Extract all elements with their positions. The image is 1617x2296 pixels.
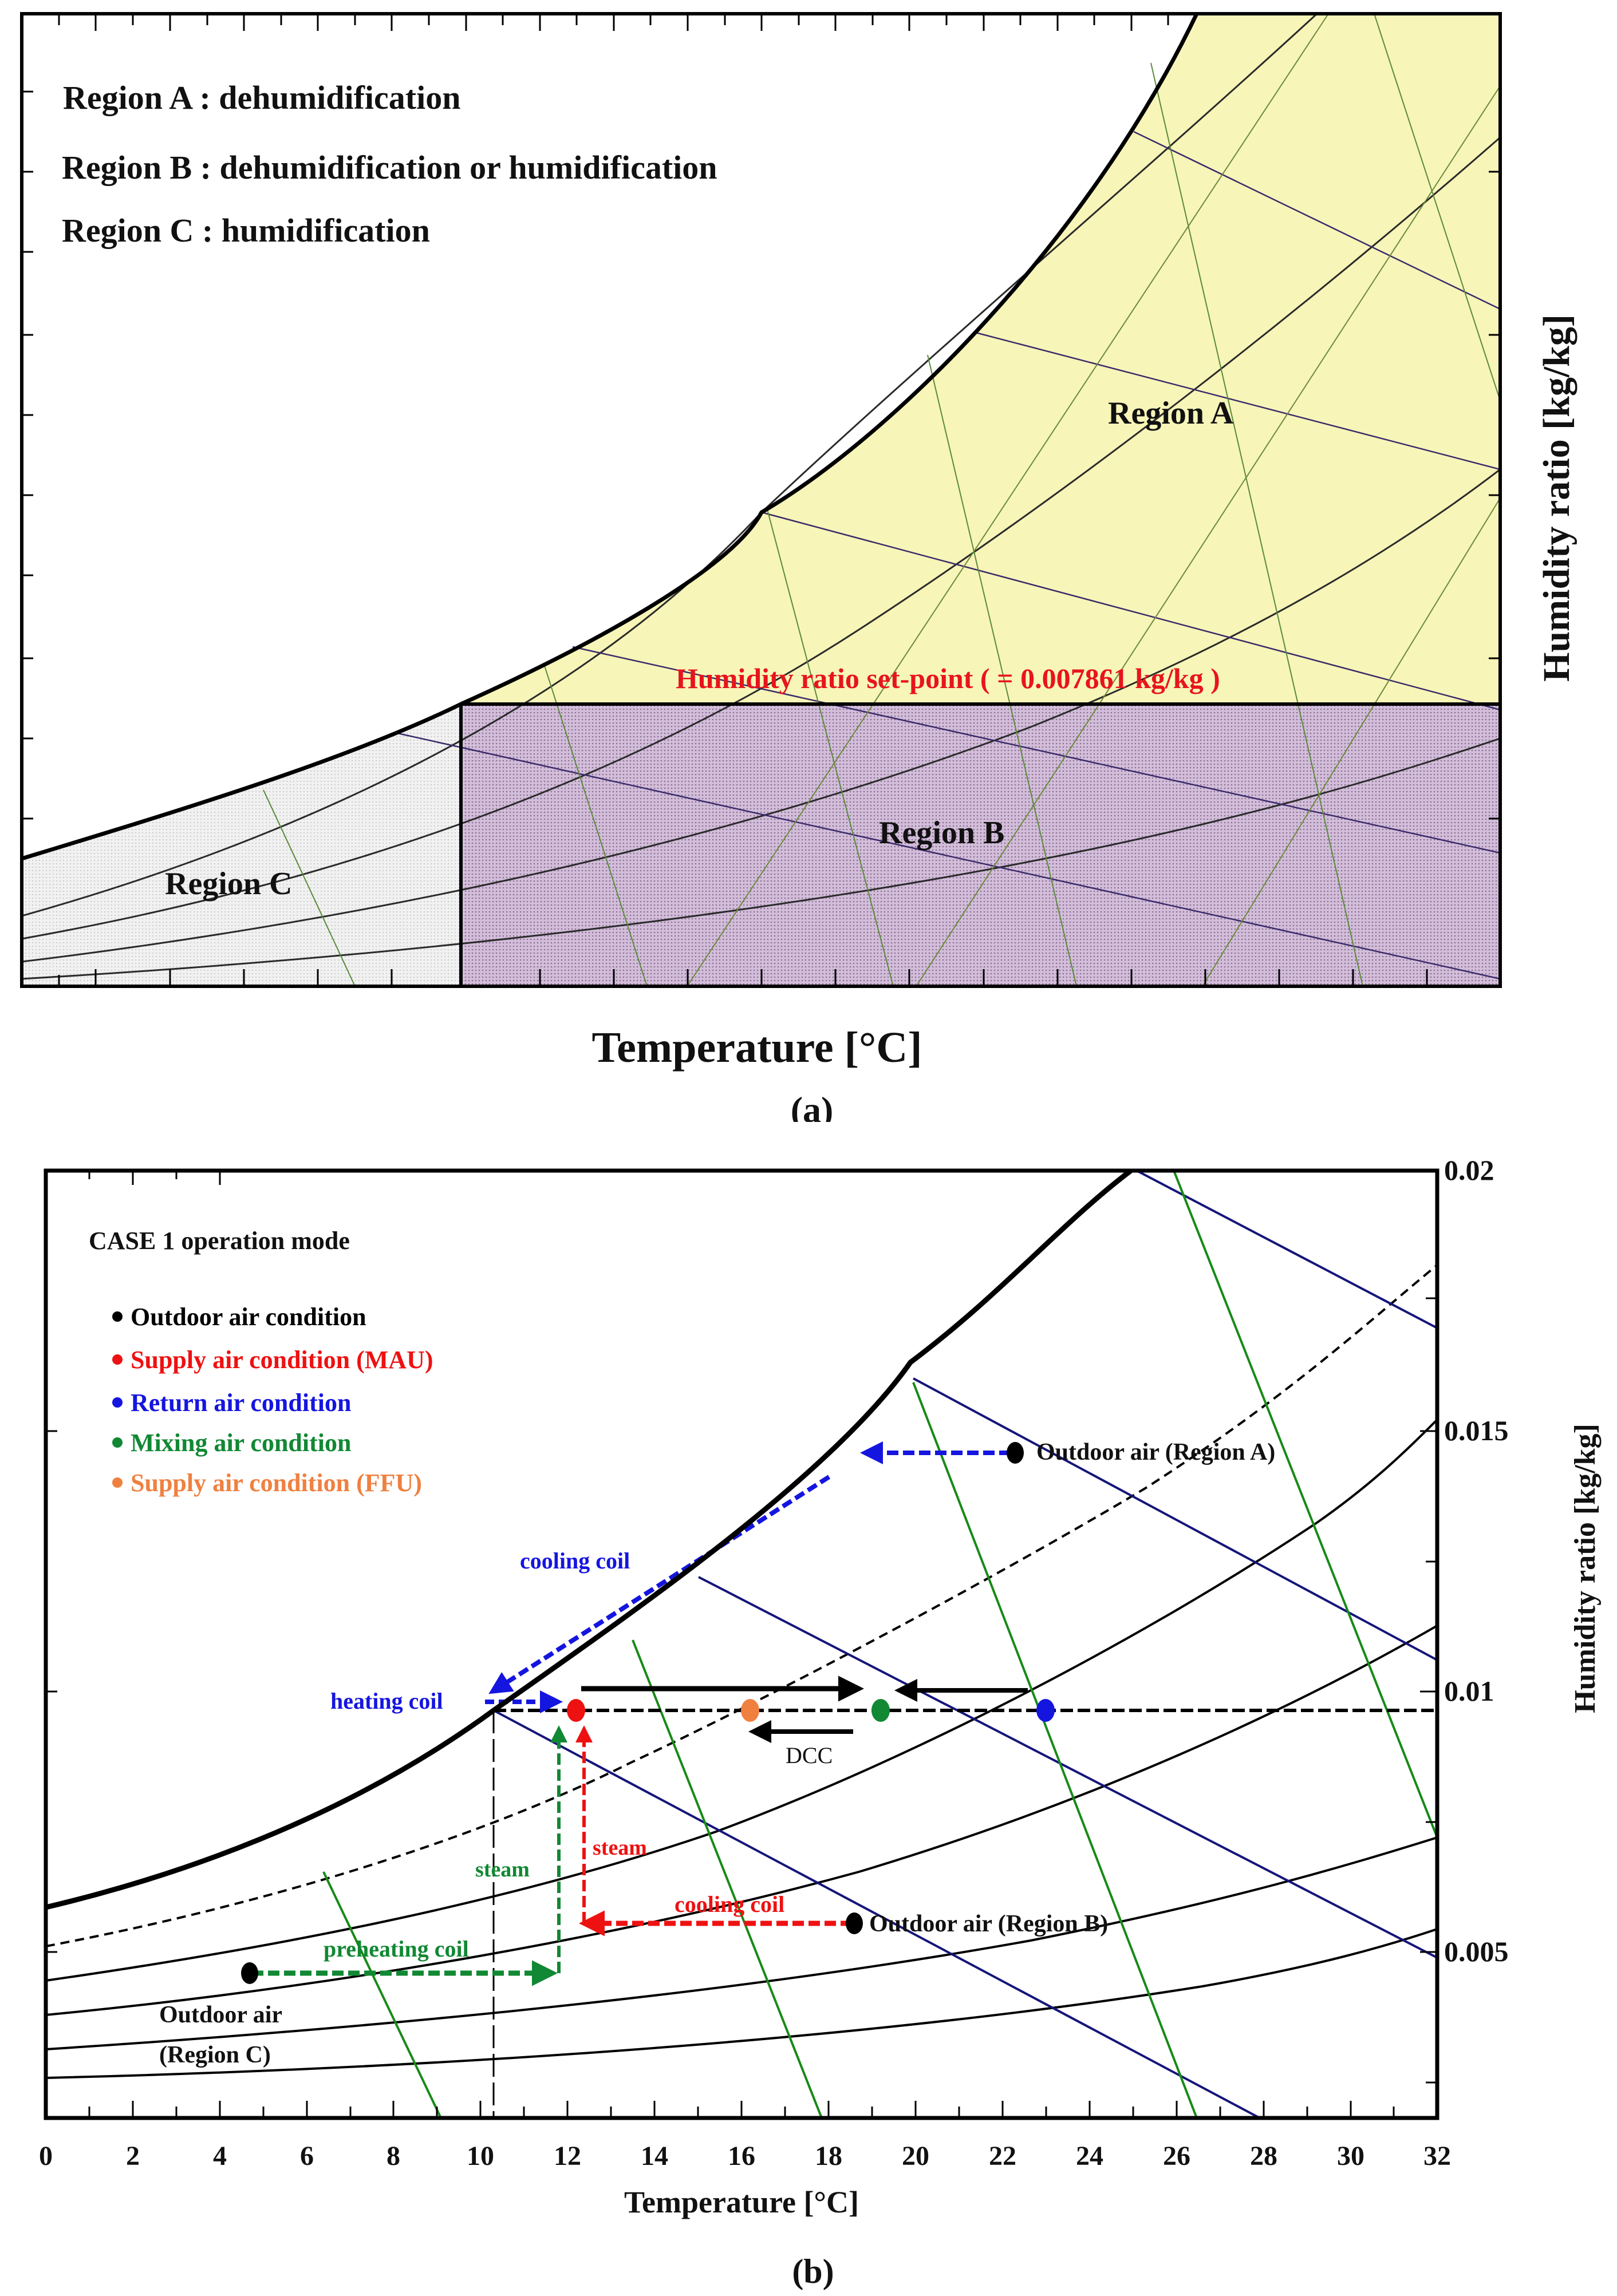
x-tick: 12 [554, 2141, 581, 2171]
y-tick: 0.015 [1444, 1414, 1509, 1447]
x-tick: 0 [39, 2141, 53, 2171]
legend-dot-supply-mau [112, 1354, 123, 1365]
region-b-area [461, 704, 1500, 986]
saturation-curve-b [45, 1168, 1133, 1910]
region-c-label: Region C [165, 866, 292, 902]
y-tick-labels-b: 0.005 0.01 0.015 0.02 [1444, 1154, 1509, 1967]
x-axis-label-a: Temperature [°C] [591, 1023, 922, 1072]
volume-lines-b [322, 1171, 1437, 2118]
saturation-curve-a [21, 13, 1199, 861]
label-outdoor-region-b: Outdoor air (Region B) [869, 1911, 1108, 1937]
region-c-area [22, 704, 461, 986]
x-tick: 24 [1076, 2141, 1103, 2171]
label-outdoor-region-c-2: (Region C) [159, 2042, 271, 2068]
x-tick-labels-b: 0 2 4 6 8 10 12 14 16 18 20 22 24 26 28 … [39, 2141, 1451, 2171]
note-region-c: Region C : humidification [62, 212, 430, 249]
y-tick: 0.01 [1444, 1675, 1494, 1707]
x-ticks-b [88, 1171, 1395, 2118]
point-mixing [871, 1699, 890, 1722]
region-a-label: Region A [1108, 396, 1234, 431]
x-tick: 18 [815, 2141, 842, 2171]
legend-mixing: Mixing air condition [131, 1429, 351, 1457]
y-tick: 0.02 [1444, 1154, 1494, 1186]
x-ticks-a [58, 14, 1428, 986]
x-tick: 22 [989, 2141, 1016, 2171]
setpoint-label: Humidity ratio set-point ( = 0.007861 kg… [676, 662, 1220, 694]
x-tick: 30 [1337, 2141, 1364, 2171]
point-outdoor-region-b [846, 1912, 863, 1934]
caption-b: (b) [792, 2252, 834, 2290]
x-tick: 10 [467, 2141, 494, 2171]
y-ticks-a [22, 90, 1500, 820]
legend-dot-supply-ffu [112, 1477, 123, 1488]
label-dcc: DCC [786, 1742, 833, 1768]
y-tick: 0.005 [1444, 1935, 1509, 1967]
label-heating-coil: heating coil [330, 1688, 443, 1714]
legend-dot-return [112, 1397, 123, 1408]
legend-supply-ffu: Supply air condition (FFU) [131, 1469, 422, 1497]
legend-supply-mau: Supply air condition (MAU) [131, 1346, 433, 1374]
point-outdoor-region-c [241, 1962, 258, 1984]
y-axis-label-b: Humidity ratio [kg/kg] [1569, 1424, 1602, 1713]
x-tick: 32 [1423, 2141, 1451, 2171]
volume-lines-a [263, 14, 1500, 986]
caption-a: (a) [791, 1089, 834, 1122]
y-axis-label-a: Humidity ratio [kg/kg] [1536, 314, 1577, 682]
chart-b-title: CASE 1 operation mode [89, 1227, 350, 1255]
label-cooling-coil-red: cooling coil [675, 1891, 784, 1917]
x-tick: 4 [213, 2141, 227, 2171]
x-tick: 14 [641, 2141, 668, 2171]
label-outdoor-region-a: Outdoor air (Region A) [1036, 1439, 1275, 1465]
point-return [1036, 1699, 1055, 1722]
x-tick: 16 [728, 2141, 755, 2171]
x-tick: 8 [386, 2141, 400, 2171]
y-ticks-b [46, 1297, 1437, 2084]
psychrometric-chart-b: CASE 1 operation mode Outdoor air condit… [39, 1154, 1602, 2290]
x-tick: 20 [902, 2141, 929, 2171]
x-tick: 2 [126, 2141, 140, 2171]
x-tick: 26 [1163, 2141, 1190, 2171]
label-steam-red: steam [593, 1836, 647, 1860]
legend-b: Outdoor air condition Supply air conditi… [112, 1303, 433, 1497]
label-cooling-coil-blue: cooling coil [520, 1548, 630, 1574]
x-tick: 28 [1250, 2141, 1277, 2171]
x-axis-label-b: Temperature [°C] [624, 2185, 859, 2219]
note-region-a: Region A : dehumidification [63, 79, 460, 116]
point-supply-ffu [741, 1699, 759, 1722]
legend-return: Return air condition [131, 1389, 351, 1417]
legend-dot-mixing [112, 1437, 123, 1448]
point-outdoor-region-a [1007, 1442, 1024, 1464]
wetbulb-lines-a [687, 14, 1500, 986]
x-tick: 6 [300, 2141, 314, 2171]
region-a-area [461, 14, 1500, 704]
label-outdoor-region-c-1: Outdoor air [159, 2002, 282, 2028]
psychrometric-chart-a: Region A : dehumidification Region B : d… [20, 12, 1577, 1122]
region-b-label: Region B [879, 815, 1004, 851]
legend-outdoor: Outdoor air condition [131, 1303, 366, 1331]
legend-dot-outdoor [112, 1311, 123, 1322]
label-preheating-coil: preheating coil [324, 1936, 469, 1962]
note-region-b: Region B : dehumidification or humidific… [62, 149, 717, 186]
point-supply-mau [567, 1699, 585, 1722]
arrow-cooling-coil-blue [488, 1475, 831, 1694]
enthalpy-lines-a [395, 131, 1500, 980]
enthalpy-lines-b [493, 1171, 1437, 2118]
label-steam-green: steam [475, 1858, 530, 1882]
